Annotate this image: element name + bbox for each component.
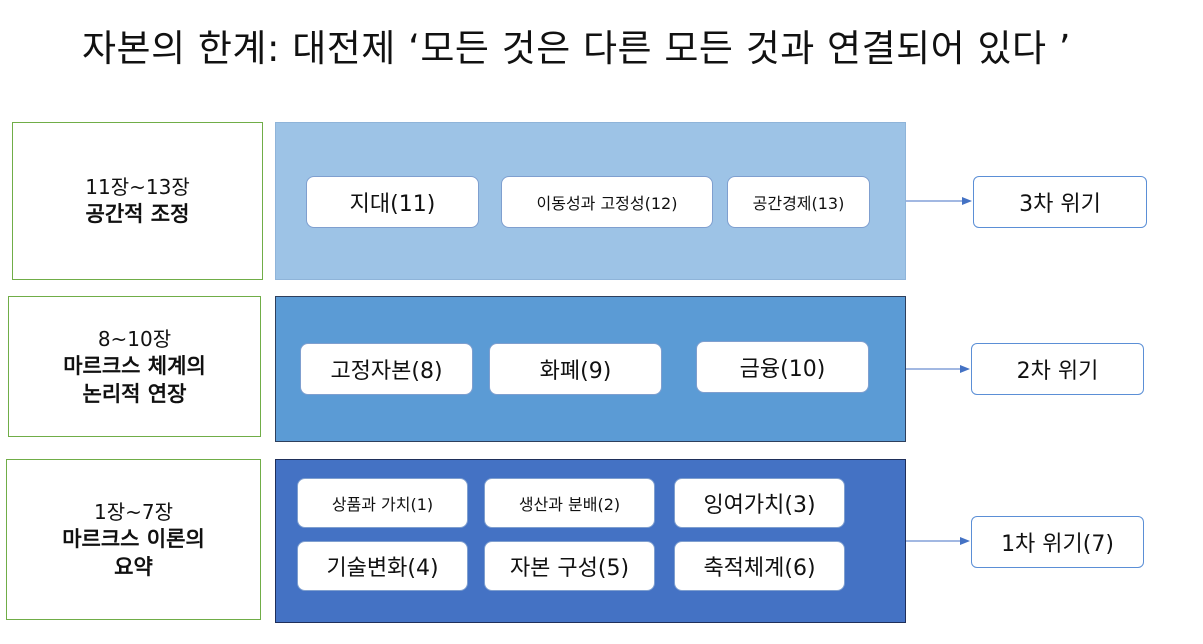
chip-space-economy: 공간경제(13): [727, 176, 870, 228]
chip-accumulation-regime: 축적체계(6): [674, 541, 845, 591]
row-name: 요약: [114, 554, 153, 579]
chip-rent: 지대(11): [306, 176, 479, 228]
row-range: 11장~13장: [85, 175, 190, 199]
row-range: 8~10장: [97, 326, 172, 351]
row-name: 공간적 조정: [85, 202, 190, 226]
row-label-summary: 1장~7장 마르크스 이론의 요약: [6, 459, 261, 620]
chip-fixed-capital: 고정자본(8): [300, 343, 473, 395]
row-name: 논리적 연장: [82, 381, 187, 406]
row-range: 1장~7장: [93, 499, 173, 524]
chip-production-distribution: 생산과 분배(2): [484, 478, 655, 528]
chip-surplus-value: 잉여가치(3): [674, 478, 845, 528]
chip-technological-change: 기술변화(4): [297, 541, 468, 591]
chip-finance: 금융(10): [696, 341, 869, 393]
chip-capital-composition: 자본 구성(5): [484, 541, 655, 591]
crisis-first: 1차 위기(7): [971, 516, 1144, 568]
row-label-spatial-fix: 11장~13장 공간적 조정: [12, 122, 263, 280]
row-name: 마르크스 체계의: [63, 353, 206, 378]
chip-commodity-value: 상품과 가치(1): [297, 478, 468, 528]
row-name: 마르크스 이론의: [62, 526, 205, 551]
chip-money: 화폐(9): [489, 343, 662, 395]
chip-mobility-fixity: 이동성과 고정성(12): [501, 176, 713, 228]
row-label-extension: 8~10장 마르크스 체계의 논리적 연장: [8, 296, 261, 437]
crisis-second: 2차 위기: [971, 343, 1144, 395]
diagram-title: 자본의 한계: 대전제 ‘모든 것은 다른 모든 것과 연결되어 있다 ’: [82, 27, 1072, 70]
crisis-third: 3차 위기: [973, 176, 1147, 228]
